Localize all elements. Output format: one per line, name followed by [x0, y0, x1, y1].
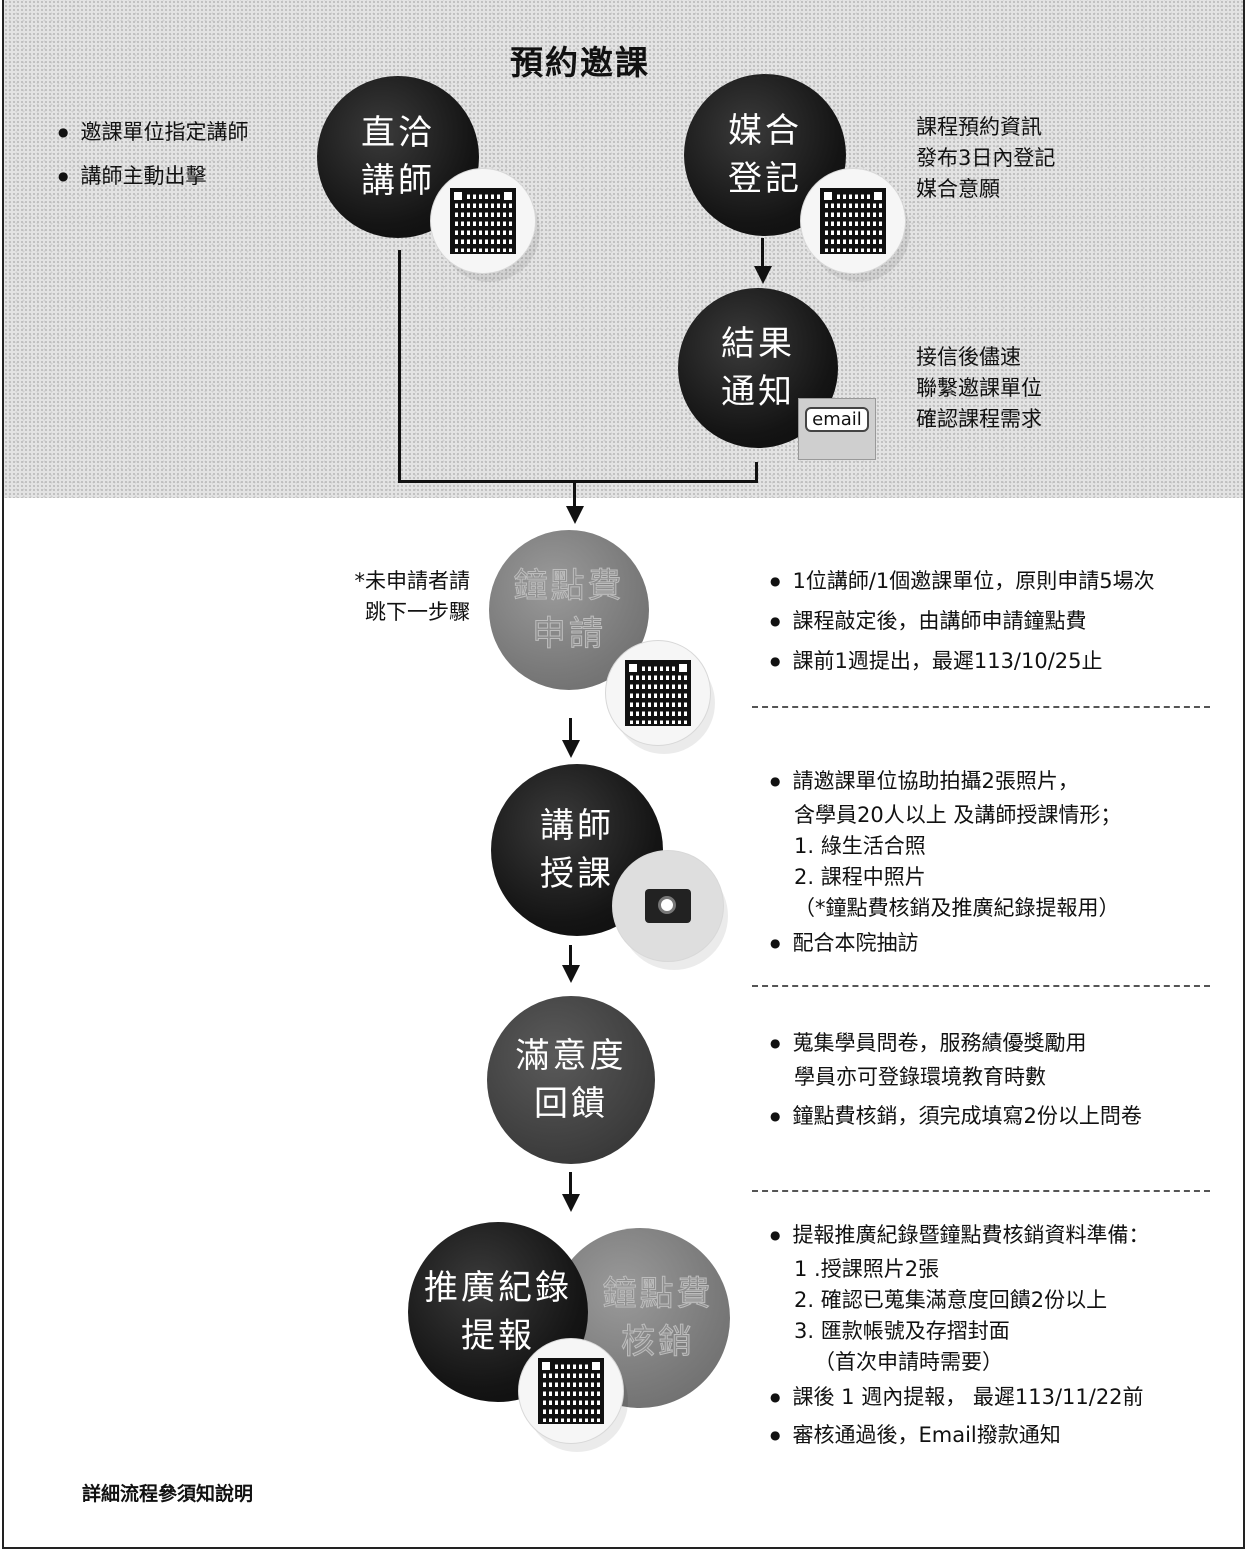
list-item: 課前1週提出，最遲113/10/25止 — [770, 646, 1155, 680]
qr-code-badge[interactable] — [430, 168, 536, 274]
list-subitem: 學員亦可登錄環境教育時數 — [794, 1065, 1046, 1089]
list-subitem: （首次申請時需要） — [814, 1350, 1003, 1374]
email-label: email — [805, 407, 869, 432]
divider — [752, 1190, 1210, 1192]
node-label: 登記 — [728, 159, 802, 199]
node-label: 鐘點費 — [602, 1274, 714, 1315]
report-notes: 提報推廣紀錄暨鐘點費核銷資料準備： 1 .授課照片2張 2. 確認已蒐集滿意度回… — [770, 1220, 1149, 1454]
divider — [752, 706, 1210, 708]
qr-code-icon[interactable] — [820, 188, 886, 254]
list-item: 配合本院抽訪 — [770, 928, 1121, 962]
arrow-icon — [562, 740, 580, 758]
node-label: 直洽 — [361, 113, 435, 153]
photo-badge — [612, 850, 724, 962]
node-label: 申請 — [532, 614, 606, 655]
note-line: 確認課程需求 — [916, 407, 1042, 431]
page-title: 預約邀課 — [510, 43, 650, 82]
connector-line — [569, 718, 572, 742]
list-subitem: 2. 確認已蒐集滿意度回饋2份以上 — [794, 1288, 1108, 1312]
node-label: 推廣紀錄 — [424, 1268, 572, 1308]
connector-line — [761, 238, 764, 270]
qr-code-badge[interactable] — [605, 640, 711, 746]
list-item: 邀課單位指定講師 — [58, 117, 248, 151]
qr-code-badge[interactable] — [800, 168, 906, 274]
list-item: 審核通過後，Email撥款通知 — [770, 1420, 1149, 1454]
connector-line — [755, 462, 758, 483]
node-label: 授課 — [540, 854, 614, 894]
list-item: 講師主動出擊 — [58, 161, 248, 195]
list-subitem: 1. 綠生活合照 — [794, 834, 926, 858]
arrow-icon — [754, 266, 772, 284]
node-label: 講師 — [361, 161, 435, 201]
note-line: 接信後儘速 — [916, 345, 1021, 369]
node-label: 核銷 — [621, 1322, 695, 1363]
list-item: 課程敲定後，由講師申請鐘點費 — [770, 606, 1155, 640]
node-label: 結果 — [721, 324, 795, 364]
node-label: 鐘點費 — [513, 566, 625, 607]
footer-note: 詳細流程參須知說明 — [82, 1483, 254, 1505]
note-line: *未申請者請 — [354, 569, 471, 593]
qr-code-icon[interactable] — [450, 188, 516, 254]
arrow-icon — [562, 965, 580, 983]
list-subitem: 含學員20人以上 及講師授課情形； — [794, 803, 1122, 827]
divider — [752, 985, 1210, 987]
list-item: 鐘點費核銷，須完成填寫2份以上問卷 — [770, 1101, 1141, 1135]
camera-icon — [645, 889, 691, 923]
node-lecturer-teaching: 講師 授課 — [491, 764, 663, 936]
note-line: 媒合意願 — [916, 177, 1000, 201]
list-item: 提報推廣紀錄暨鐘點費核銷資料準備： — [770, 1220, 1149, 1254]
list-subitem: 3. 匯款帳號及存摺封面 — [794, 1319, 1010, 1343]
teach-notes: 請邀課單位協助拍攝2張照片， 含學員20人以上 及講師授課情形； 1. 綠生活合… — [770, 766, 1121, 962]
qr-code-icon[interactable] — [625, 660, 691, 726]
list-item: 蒐集學員問卷，服務績優獎勵用 — [770, 1028, 1142, 1062]
connector-line — [573, 483, 576, 507]
feedback-notes: 蒐集學員問卷，服務績優獎勵用 學員亦可登錄環境教育時數 鐘點費核銷，須完成填寫2… — [770, 1028, 1142, 1135]
skip-note: *未申請者請 跳下一步驟 — [330, 566, 471, 628]
node-matching-registration: 媒合 登記 — [684, 74, 846, 236]
connector-line — [398, 250, 401, 482]
list-subitem: 2. 課程中照片 — [794, 865, 926, 889]
note-line: 跳下一步驟 — [365, 600, 470, 624]
note-line: 發布3日內登記 — [916, 146, 1056, 170]
node-label: 媒合 — [728, 111, 802, 151]
qr-code-badge[interactable] — [518, 1338, 624, 1444]
node-label: 講師 — [540, 806, 614, 846]
connector-line — [398, 480, 757, 483]
connector-line — [569, 1172, 572, 1196]
node-satisfaction-feedback: 滿意度 回饋 — [487, 996, 655, 1164]
qr-code-icon[interactable] — [538, 1358, 604, 1424]
node-label: 滿意度 — [515, 1036, 627, 1076]
node-label: 提報 — [461, 1316, 535, 1356]
match-note: 課程預約資訊 發布3日內登記 媒合意願 — [916, 112, 1055, 205]
node-label: 通知 — [721, 372, 795, 412]
result-note: 接信後儘速 聯繫邀課單位 確認課程需求 — [916, 342, 1042, 435]
arrow-icon — [562, 1194, 580, 1212]
note-line: 課程預約資訊 — [916, 115, 1042, 139]
list-item: 請邀課單位協助拍攝2張照片， — [770, 766, 1121, 800]
arrow-icon — [566, 506, 584, 524]
list-item: 課後 1 週內提報， 最遲113/11/22前 — [770, 1382, 1149, 1416]
email-icon: email — [798, 398, 876, 460]
note-line: 聯繫邀課單位 — [916, 376, 1042, 400]
fee-apply-notes: 1位講師/1個邀課單位，原則申請5場次 課程敲定後，由講師申請鐘點費 課前1週提… — [770, 566, 1155, 680]
list-subitem: （*鐘點費核銷及推廣紀錄提報用） — [794, 896, 1120, 920]
list-subitem: 1 .授課照片2張 — [794, 1257, 940, 1281]
top-section-background — [4, 0, 1245, 498]
connector-line — [569, 945, 572, 967]
node-label: 回饋 — [534, 1084, 608, 1124]
left-bullets: 邀課單位指定講師 講師主動出擊 — [58, 117, 248, 195]
list-item: 1位講師/1個邀課單位，原則申請5場次 — [770, 566, 1154, 600]
